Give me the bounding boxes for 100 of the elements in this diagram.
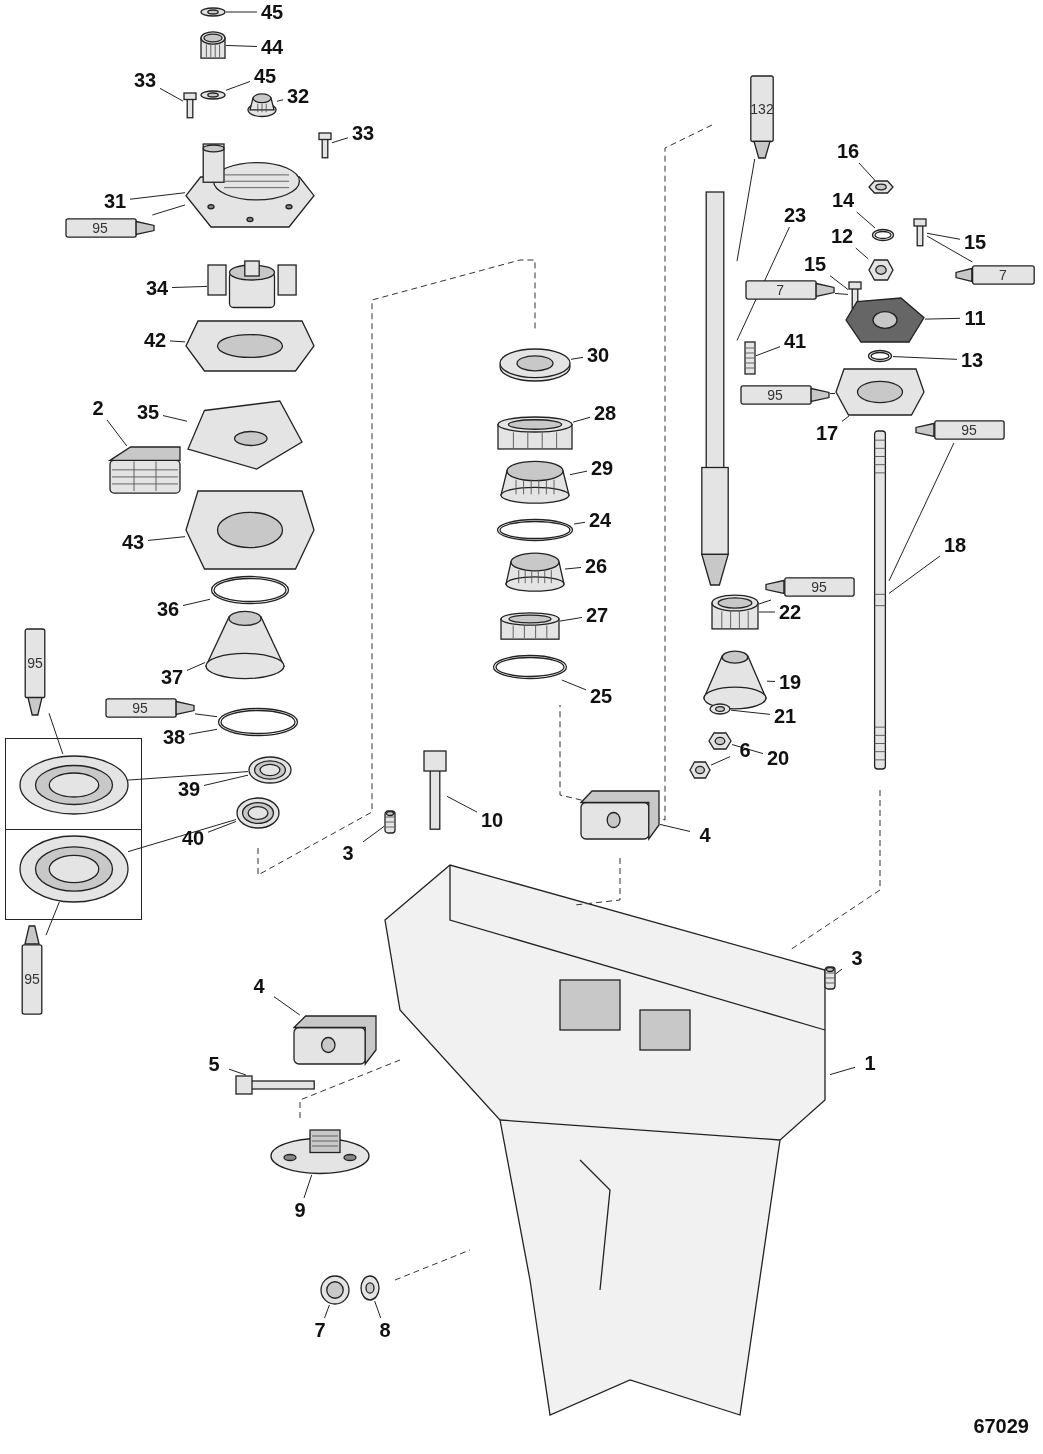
leader-line: [924, 317, 961, 320]
callout-number: 10: [477, 808, 507, 832]
callout-number: 33: [130, 68, 160, 92]
callout-number: 2: [83, 396, 113, 420]
callout-number: 9: [285, 1198, 315, 1222]
anode-drawing: [580, 790, 660, 840]
leader-line: [758, 611, 776, 613]
detail-inset-box: [5, 738, 142, 920]
callout-number: 42: [140, 328, 170, 352]
callout-number: 35: [133, 400, 163, 424]
callout-number: 26: [581, 554, 611, 578]
tube-number: 95: [92, 220, 108, 236]
callout-number: 8: [370, 1318, 400, 1342]
callout-number: 43: [118, 530, 148, 554]
bushing-drawing: [200, 31, 226, 59]
leader-line: [710, 756, 731, 766]
o-ring-drawing: [871, 228, 895, 242]
impeller-drawing: [207, 260, 297, 310]
o-ring-drawing: [492, 654, 568, 680]
leader-line: [188, 728, 218, 735]
bolt-drawing: [423, 750, 447, 830]
leader-line: [182, 598, 211, 606]
nut-drawing: [689, 761, 711, 779]
leader-line: [835, 968, 843, 975]
leader-line: [892, 356, 958, 360]
leader-line: [572, 416, 591, 423]
washer-drawing: [200, 90, 226, 100]
tube-number: 132: [750, 100, 774, 117]
nut-drawing: [708, 732, 732, 750]
callout-number: 3: [842, 946, 872, 970]
callout-number: 29: [587, 456, 617, 480]
washer-drawing: [360, 1275, 380, 1301]
bolt-drawing: [913, 218, 927, 246]
plug-drawing: [320, 1275, 350, 1305]
callout-number: 25: [586, 684, 616, 708]
o-ring-drawing: [496, 518, 574, 542]
leader-line: [48, 712, 64, 755]
callout-number: 19: [775, 670, 805, 694]
o-ring-drawing: [867, 349, 893, 363]
leader-line: [856, 211, 876, 229]
leader-line: [659, 823, 691, 832]
callout-number: 39: [174, 777, 204, 801]
callout-number: 14: [828, 188, 858, 212]
leader-line: [926, 235, 973, 263]
leader-line: [45, 901, 60, 936]
callout-number: 36: [153, 597, 183, 621]
callout-number: 20: [763, 746, 793, 770]
leader-line: [730, 709, 771, 715]
leader-line: [829, 275, 849, 291]
callout-number: 1: [855, 1051, 885, 1075]
leader-line: [446, 795, 478, 813]
leader-line: [225, 44, 258, 47]
bearing-drawing: [500, 460, 570, 504]
pump-housing-drawing: [185, 142, 315, 228]
callout-number: 40: [178, 826, 208, 850]
leader-line: [362, 825, 385, 843]
callout-number: 38: [159, 725, 189, 749]
leader-line: [834, 292, 849, 295]
shaft-drawing: [871, 430, 889, 770]
callout-number: 30: [583, 343, 613, 367]
tube-number: 7: [999, 267, 1007, 283]
leader-line: [194, 713, 218, 718]
leader-line: [203, 774, 249, 786]
leader-line: [276, 99, 284, 102]
anode-drawing: [293, 1015, 377, 1065]
leader-line: [331, 137, 349, 144]
callout-number: 44: [257, 35, 287, 59]
callout-number: 27: [582, 603, 612, 627]
leader-line: [129, 192, 186, 200]
leader-line: [273, 996, 301, 1016]
leader-line: [888, 555, 941, 594]
seal-drawing: [19, 835, 129, 903]
callout-number: 45: [257, 0, 287, 24]
callout-number: 18: [940, 533, 970, 557]
callout-number: 7: [305, 1318, 335, 1342]
leader-line: [228, 1068, 247, 1076]
leader-line: [225, 81, 251, 91]
callout-number: 15: [960, 230, 990, 254]
callout-number: 17: [812, 421, 842, 445]
cover-drawing: [845, 297, 925, 343]
cone-housing-drawing: [703, 650, 767, 710]
leader-line: [569, 470, 588, 476]
leader-line: [926, 232, 961, 240]
leader-line: [559, 616, 583, 622]
leader-line: [858, 162, 876, 181]
leader-line: [127, 771, 249, 781]
seal-drawing: [19, 755, 129, 815]
leader-line: [766, 680, 776, 682]
gasket-drawing: [185, 320, 315, 372]
o-ring-drawing: [217, 707, 299, 737]
leader-line: [829, 1066, 856, 1076]
leader-line: [162, 415, 188, 422]
leader-line: [147, 536, 186, 541]
tube-number: 95: [24, 971, 40, 987]
washer-drawing: [200, 7, 226, 17]
leader-line: [758, 599, 772, 605]
washer-drawing: [709, 703, 731, 715]
bearing-drawing: [505, 552, 565, 592]
pin-drawing: [384, 810, 396, 834]
leader-line: [888, 442, 955, 582]
